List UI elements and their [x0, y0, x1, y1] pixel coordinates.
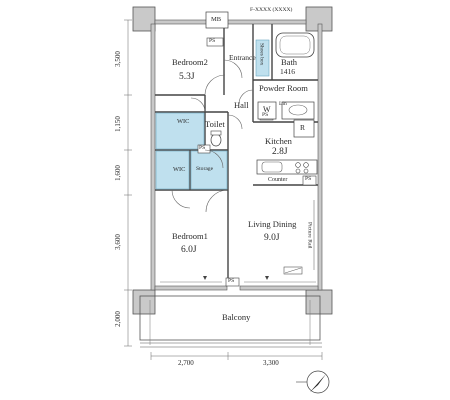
- wall-column-bottom-left: [132, 289, 156, 315]
- bath-tub: [275, 32, 315, 58]
- wall-column-top-left: [132, 6, 156, 32]
- wall-left: [150, 23, 156, 291]
- wall-bottom-left: [154, 285, 228, 291]
- interior-walls: [155, 24, 318, 286]
- header-note: F-XXXX (XXXX): [250, 7, 293, 13]
- balcony-area: [139, 295, 321, 341]
- shoes-box-label: Shoes box: [258, 43, 265, 66]
- washer-box: [257, 101, 277, 120]
- vanity: [281, 101, 315, 120]
- bath-label: Bath: [281, 57, 298, 67]
- washer-label: W: [263, 105, 271, 114]
- dim-left-3: 1,600: [114, 165, 122, 181]
- storage-label: Storage: [196, 166, 214, 172]
- toilet-fixture: [210, 133, 222, 147]
- picture-rail-label: Picture Rail: [306, 222, 313, 249]
- wic-lower: [155, 150, 190, 190]
- ps-label-entrance: PS: [209, 38, 216, 44]
- dim-bottom-2: 3,300: [263, 359, 279, 367]
- wic-upper: [155, 112, 205, 150]
- dim-left-4: 3,600: [114, 234, 122, 250]
- door-swings: [171, 59, 254, 213]
- ps-label-powder: PS: [262, 112, 269, 118]
- ps-label-kitchen: PS: [305, 176, 312, 182]
- counter-label: Counter: [268, 177, 288, 183]
- fridge-label: R: [300, 123, 306, 132]
- dim-left-2: 1,150: [114, 116, 122, 132]
- ps-label-toilet: PS: [199, 145, 206, 151]
- powder-room-label: Powder Room: [259, 83, 308, 93]
- balcony-label: Balcony: [222, 312, 251, 322]
- laundry-label: Lin: [279, 101, 287, 107]
- entrance-label: Entrance: [229, 53, 256, 62]
- dimension-line-left: [124, 19, 132, 347]
- bedroom1-label: Bedroom1: [172, 231, 208, 241]
- toilet-label: Toilet: [205, 119, 225, 129]
- kitchen-size: 2.8J: [272, 147, 288, 157]
- bedroom2-size: 5.3J: [179, 72, 195, 82]
- bedroom2-label: Bedroom2: [172, 57, 208, 67]
- shoes-box-block: [255, 39, 270, 77]
- wic-upper-label: WIC: [177, 118, 190, 125]
- bedroom1-size: 6.0J: [181, 245, 197, 255]
- kitchen-counter: [256, 159, 318, 175]
- storage-block: [190, 150, 228, 190]
- wall-right: [317, 23, 323, 291]
- wall-top: [154, 19, 307, 25]
- ps-label-balcony: PS: [228, 278, 235, 284]
- dim-bottom-1: 2,700: [178, 359, 194, 367]
- north-arrow-icon: [296, 370, 330, 394]
- bath-size: 1416: [280, 67, 295, 76]
- hall-label: Hall: [234, 100, 249, 110]
- wic-lower-label: WIC: [173, 166, 186, 173]
- living-dining-label: Living Dining: [248, 219, 297, 229]
- kitchen-label: Kitchen: [265, 136, 292, 146]
- mb-label: MB: [211, 16, 222, 23]
- living-dining-size: 9.0J: [264, 233, 280, 243]
- dimension-line-bottom: [150, 352, 323, 360]
- dim-left-1: 3,500: [114, 51, 122, 67]
- dim-left-5: 2,000: [114, 311, 122, 327]
- wall-bottom-right: [239, 285, 319, 291]
- fridge-box: [293, 119, 315, 138]
